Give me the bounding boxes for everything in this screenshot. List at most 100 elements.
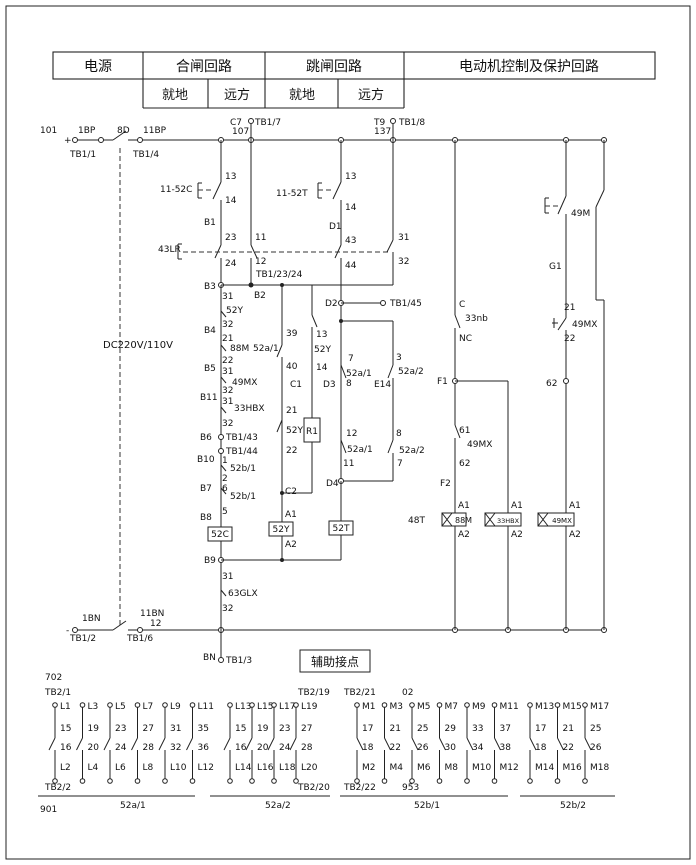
label-tb1-1: TB1/1 (69, 150, 96, 160)
label-group-52b1: 52b/1 (414, 801, 440, 811)
label-14: 14 (225, 196, 237, 206)
aux-label-a: 25 (417, 724, 428, 734)
label-tb1-45: TB1/45 (389, 299, 422, 309)
label-group-52a2: 52a/2 (265, 801, 291, 811)
coil-33hbx (484, 512, 522, 527)
coil-88m (441, 512, 467, 527)
aux-label-top: M15 (563, 702, 582, 712)
main-switch-bottom (112, 620, 127, 631)
label-tb2-20: TB2/20 (297, 783, 330, 793)
label-b11: B11 (200, 393, 218, 403)
aux-label-a: 15 (235, 724, 246, 734)
aux-label-a: 19 (88, 724, 100, 734)
aux-label-top: L19 (301, 702, 318, 712)
aux-label-b: 20 (257, 743, 269, 753)
label-t44: 44 (345, 261, 357, 271)
label-c7: C7 (230, 118, 242, 128)
label-52b1-b: 52b/1 (230, 492, 256, 502)
label-13: 13 (225, 172, 236, 182)
aux-label-bot: L14 (235, 763, 252, 773)
label-b3: B3 (204, 282, 216, 292)
label-52y-nc: 52Y (226, 306, 243, 316)
label-32c: 32 (222, 419, 233, 429)
label-12: 12 (150, 619, 161, 629)
label-101: 101 (40, 126, 57, 136)
label-49mx-seal: 49MX (572, 320, 597, 330)
aux-label-a: 27 (301, 724, 312, 734)
label-b9: B9 (204, 556, 216, 566)
label-tb1-2: TB1/2 (69, 634, 96, 644)
switch-49m (557, 195, 567, 215)
label-5: 5 (222, 507, 228, 517)
aux-title: 辅助接点 (311, 654, 359, 669)
coil-52c-label: 52C (211, 530, 229, 540)
aux-label-b: 26 (590, 743, 602, 753)
label-c1: C1 (290, 380, 302, 390)
aux-label-bot: L2 (60, 763, 71, 773)
label-plus: + (64, 136, 72, 146)
aux-label-bot: L10 (170, 763, 187, 773)
label-a2-88m: A2 (458, 530, 470, 540)
aux-label-top: M1 (362, 702, 376, 712)
aux-label-bot: L18 (279, 763, 296, 773)
label-8d: 8D (117, 126, 130, 136)
label-40: 40 (286, 362, 298, 372)
aux-label-b: 16 (235, 743, 247, 753)
label-a2-49mx: A2 (569, 530, 581, 540)
coil-52t-label: 52T (333, 524, 350, 534)
label-e14: E14 (374, 380, 391, 390)
aux-label-a: 35 (198, 724, 209, 734)
label-group-52a1: 52a/1 (120, 801, 146, 811)
label-a1-52y: A1 (285, 510, 297, 520)
label-48t: 48T (408, 516, 425, 526)
aux-label-bot: L20 (301, 763, 318, 773)
label-32d: 32 (222, 604, 233, 614)
label-52a1-ap: 52a/1 (253, 344, 279, 354)
aux-label-top: L9 (170, 702, 181, 712)
aux-label-a: 27 (143, 724, 154, 734)
label-a2-52y: A2 (285, 540, 297, 550)
label-52y-no: 52Y (286, 426, 303, 436)
aux-label-b: 28 (301, 743, 313, 753)
aux-label-top: M3 (390, 702, 404, 712)
label-23: 23 (225, 233, 236, 243)
aux-label-a: 37 (500, 724, 511, 734)
label-f2: F2 (440, 479, 451, 489)
label-52a1-t1: 52a/1 (346, 369, 372, 379)
aux-label-bot: M14 (535, 763, 554, 773)
label-t32: 32 (398, 257, 409, 267)
label-49m: 49M (571, 209, 590, 219)
label-43lr: 43LR (158, 245, 181, 255)
label-t9: T9 (373, 118, 385, 128)
label-32a: 32 (222, 320, 233, 330)
label-02: 02 (402, 688, 413, 698)
resistor-r1-label: R1 (306, 427, 318, 437)
switch-11-52c (212, 181, 222, 200)
label-31c: 31 (222, 397, 233, 407)
aux-label-bot: M10 (472, 763, 491, 773)
label-22a: 22 (222, 356, 233, 366)
aux-label-top: L13 (235, 702, 251, 712)
aux-title-box (299, 649, 371, 673)
aux-label-top: M11 (500, 702, 519, 712)
label-minus: - (66, 626, 69, 636)
aux-label-bot: M2 (362, 763, 376, 773)
aux-label-top: M17 (590, 702, 609, 712)
aux-label-top: L11 (198, 702, 214, 712)
coil-52y (268, 521, 294, 537)
label-tb2-19: TB2/19 (297, 688, 330, 698)
label-1bp: 1BP (78, 126, 96, 136)
aux-label-b: 36 (198, 743, 210, 753)
coil-33hbx-label: 33HBX (497, 517, 520, 525)
